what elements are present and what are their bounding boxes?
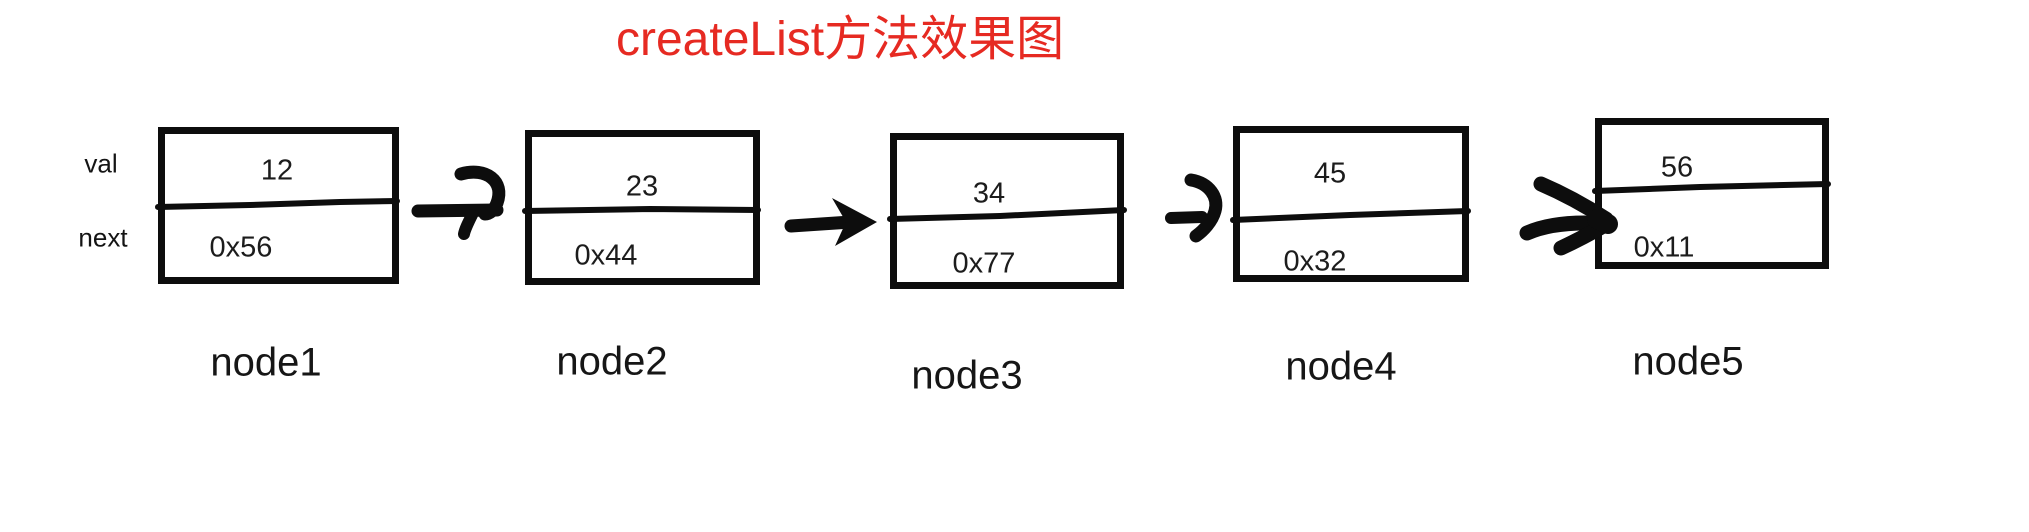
node4-next-value: 0x32 bbox=[1283, 245, 1347, 278]
node5-label: node5 bbox=[1632, 339, 1744, 384]
node2-next-value: 0x44 bbox=[574, 239, 638, 272]
node2-label: node2 bbox=[556, 339, 668, 384]
diagram-title: createList方法效果图 bbox=[616, 13, 1065, 66]
node5-val-value: 56 bbox=[1660, 151, 1694, 184]
node3-label: node3 bbox=[911, 353, 1023, 398]
arrow-node4-to-node5-icon bbox=[1519, 176, 1618, 256]
node2-divider-line bbox=[522, 206, 761, 214]
node1-divider-line bbox=[155, 198, 400, 210]
node2-val-value: 23 bbox=[625, 170, 659, 203]
arrow-node1-to-node2-icon bbox=[411, 165, 506, 240]
node3-divider-line bbox=[887, 207, 1127, 222]
node4-box bbox=[1233, 126, 1469, 282]
node3-next-value: 0x77 bbox=[952, 247, 1016, 280]
arrow-node2-to-node3-icon bbox=[784, 198, 877, 246]
node3-val-value: 34 bbox=[972, 177, 1006, 210]
node4-val-value: 45 bbox=[1313, 157, 1347, 190]
node1-val-value: 12 bbox=[260, 154, 294, 187]
node5-next-value: 0x11 bbox=[1633, 231, 1695, 264]
arrow-node3-to-node4-icon bbox=[1165, 173, 1223, 243]
val-field-label: val bbox=[84, 148, 118, 179]
node1-next-value: 0x56 bbox=[209, 231, 273, 264]
node4-label: node4 bbox=[1285, 344, 1397, 389]
next-field-label: next bbox=[78, 222, 128, 253]
node5-divider-line bbox=[1592, 181, 1831, 194]
node4-divider-line bbox=[1230, 208, 1471, 223]
node1-label: node1 bbox=[210, 340, 322, 385]
